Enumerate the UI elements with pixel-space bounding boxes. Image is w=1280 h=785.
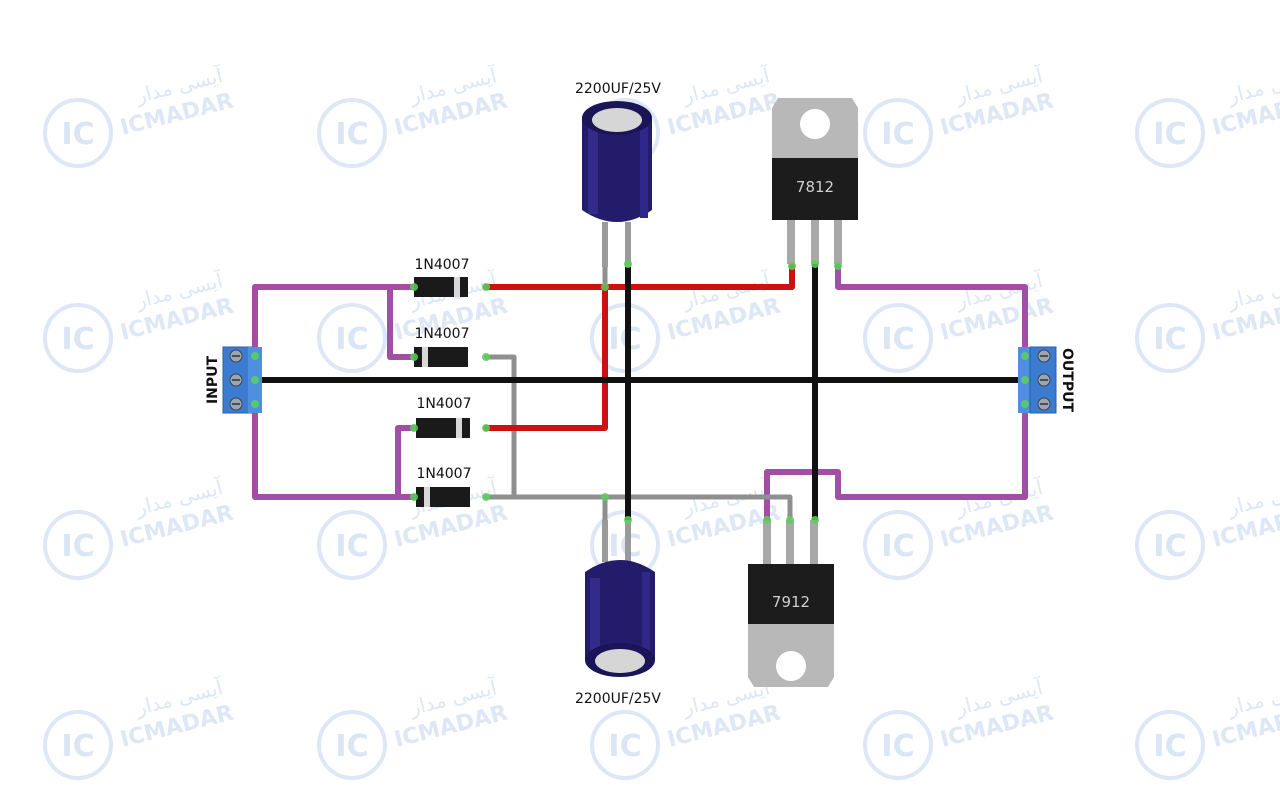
watermark-logo-icon: [1135, 710, 1205, 780]
svg-text:IC: IC: [61, 729, 94, 764]
svg-text:IC: IC: [61, 529, 94, 564]
cap-top-label: 2200UF/25V: [575, 81, 661, 97]
red-wires: [483, 263, 795, 431]
svg-text:IC: IC: [335, 729, 368, 764]
black-wires: [252, 261, 1028, 523]
wire-gray-diode2: [483, 354, 517, 500]
gray-wires: [483, 225, 793, 559]
regulator-7912: 7912: [748, 520, 834, 687]
svg-text:IC: IC: [61, 322, 94, 357]
svg-text:IC: IC: [335, 117, 368, 152]
svg-text:IC: IC: [881, 729, 914, 764]
watermark-logo-icon: [317, 510, 387, 580]
wire-gray-negative-rail: [483, 494, 793, 523]
pin-highlights: [251, 260, 1029, 524]
svg-text:IC: IC: [881, 529, 914, 564]
watermark-logo-icon: [863, 98, 933, 168]
watermark-logo-icon: [590, 710, 660, 780]
diode-1: 1N4007: [414, 257, 470, 297]
watermark-logo-icon: [317, 303, 387, 373]
diode-1-label: 1N4007: [414, 257, 469, 273]
wire-output-bottom: [764, 401, 1028, 523]
capacitor-bottom: 2200UF/25V: [575, 520, 661, 707]
diode-3: 1N4007: [416, 396, 472, 438]
input-label: INPUT: [205, 356, 221, 405]
output-label: OUTPUT: [1059, 348, 1075, 412]
diode-2: 1N4007: [414, 326, 470, 367]
watermark-logo-icon: [1135, 303, 1205, 373]
svg-text:IC: IC: [1153, 729, 1186, 764]
wire-input-top: [252, 284, 417, 359]
diode-4: 1N4007: [416, 466, 472, 507]
svg-text:IC: IC: [335, 322, 368, 357]
watermark-logo-icon: [43, 710, 113, 780]
svg-text:IC: IC: [61, 117, 94, 152]
wire-input-top-branch: [387, 284, 417, 360]
svg-text:IC: IC: [1153, 529, 1186, 564]
reg-positive-label: 7812: [796, 178, 834, 196]
svg-text:IC: IC: [1153, 322, 1186, 357]
watermark-logo-icon: [317, 98, 387, 168]
svg-text:IC: IC: [881, 117, 914, 152]
wire-red-diode3: [483, 284, 608, 431]
reg-negative-label: 7912: [772, 593, 810, 611]
watermark-logo-icon: [863, 303, 933, 373]
svg-text:IC: IC: [881, 322, 914, 357]
watermark-logo-icon: [863, 710, 933, 780]
watermark-logo-icon: [43, 303, 113, 373]
svg-text:IC: IC: [608, 729, 641, 764]
capacitor-top: 2200UF/25V: [575, 81, 661, 267]
cap-bottom-label: 2200UF/25V: [575, 691, 661, 707]
wire-input-bottom-branch: [395, 425, 417, 500]
output-terminal: OUTPUT: [1018, 346, 1075, 414]
watermark-logo-icon: [43, 510, 113, 580]
svg-text:IC: IC: [335, 529, 368, 564]
diode-4-label: 1N4007: [416, 466, 471, 482]
wire-output-top: [835, 263, 1028, 359]
wire-input-bottom: [252, 401, 417, 500]
svg-text:IC: IC: [1153, 117, 1186, 152]
regulator-7812: 7812: [772, 98, 858, 264]
watermark-logo-icon: [1135, 510, 1205, 580]
watermark-logo-icon: [1135, 98, 1205, 168]
watermark-logo-icon: [317, 710, 387, 780]
watermark-logo-icon: [43, 98, 113, 168]
diode-3-label: 1N4007: [416, 396, 471, 412]
purple-wires: [252, 263, 1028, 523]
wire-red-positive: [483, 263, 795, 290]
watermark-logo-icon: [863, 510, 933, 580]
diode-2-label: 1N4007: [414, 326, 469, 342]
